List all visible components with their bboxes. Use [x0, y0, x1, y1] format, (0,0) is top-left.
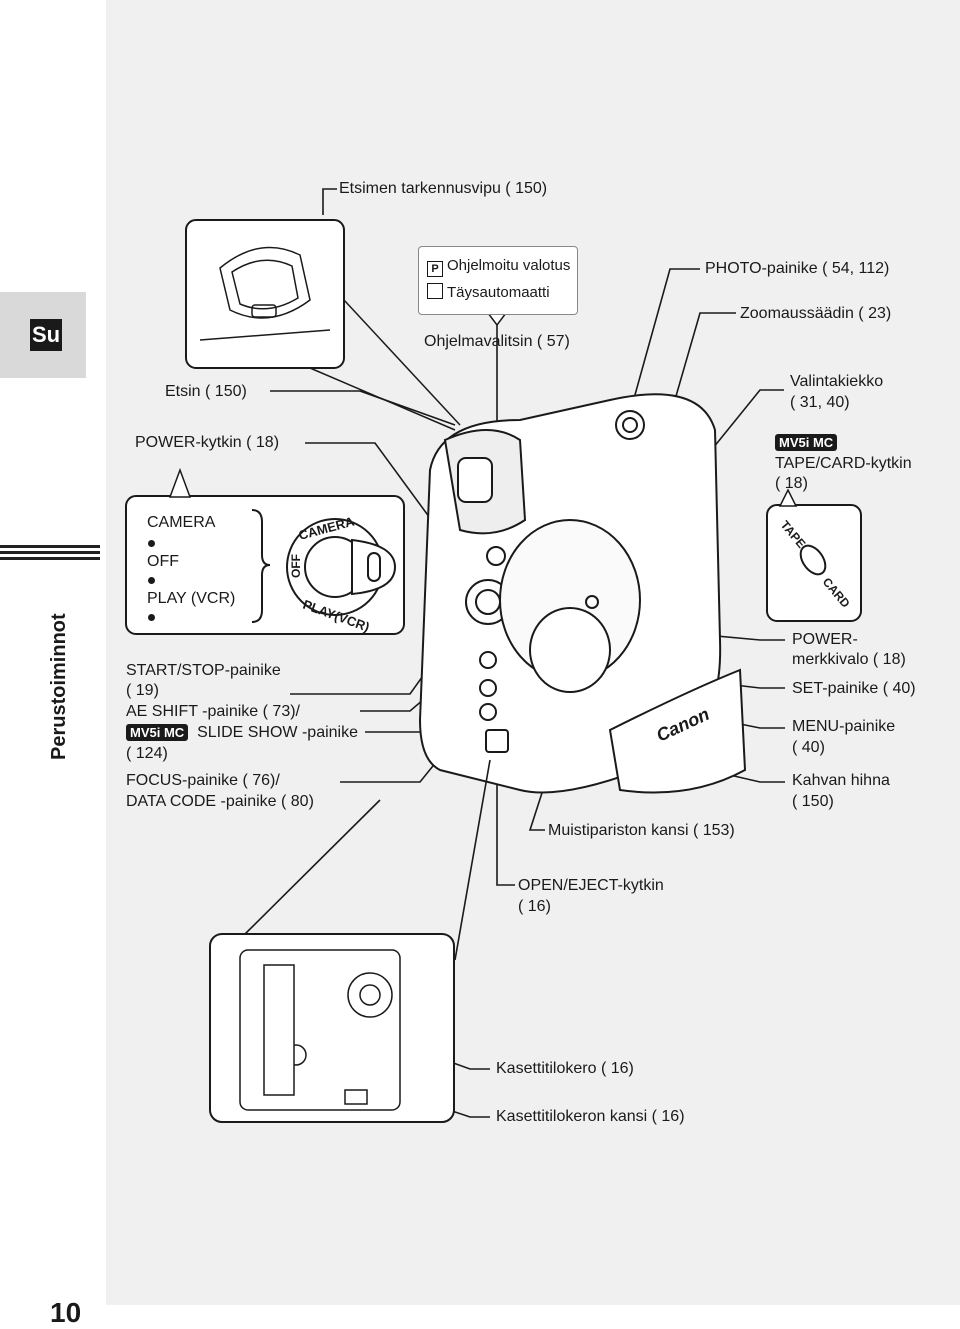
program-selector-label: Ohjelmavalitsin ( 57)	[424, 333, 570, 350]
menu-button-ref: ( 40)	[792, 739, 825, 756]
full-auto-label: Täysautomaatti	[427, 283, 550, 303]
slide-show-ref: ( 124)	[126, 745, 168, 762]
tape-card-switch-ref: ( 18)	[775, 475, 808, 492]
viewfinder-label: Etsin ( 150)	[165, 383, 247, 400]
selector-dial-label: Valintakiekko	[790, 373, 884, 390]
power-switch-label: POWER-kytkin ( 18)	[135, 434, 280, 451]
zoom-lever-label: Zoomaussäädin ( 23)	[740, 305, 892, 322]
mv5i-badge: MV5i MC	[775, 434, 838, 451]
power-lamp-label: POWER-	[792, 631, 858, 648]
program-selector-callout	[418, 246, 578, 315]
sidebar	[0, 0, 106, 1328]
mv5i-tag-top: MV5i MC	[775, 433, 838, 453]
set-button-label: SET-painike ( 40)	[792, 680, 916, 697]
open-eject-switch-label: OPEN/EJECT-kytkin	[518, 877, 664, 894]
full-auto-text: Täysautomaatti	[447, 284, 550, 301]
ae-shift-label: AE SHIFT -painike ( 73)/	[126, 703, 300, 720]
language-badge: Su	[30, 319, 62, 351]
slide-show-label: MV5i MC SLIDE SHOW -painike	[126, 723, 358, 743]
grip-strap-label: Kahvan hihna	[792, 772, 890, 789]
cassette-cover-label: Kasettitilokeron kansi ( 16)	[496, 1108, 685, 1125]
start-stop-ref: ( 19)	[126, 682, 159, 699]
dial-off-text: OFF	[289, 554, 303, 578]
menu-button-label: MENU-painike	[792, 718, 896, 735]
start-stop-label: START/STOP-painike	[126, 662, 281, 679]
program-ae-text: Ohjelmoitu valotus	[447, 257, 571, 274]
mode-play-dot	[148, 614, 155, 621]
mv5i-badge: MV5i MC	[126, 724, 189, 741]
open-eject-switch-ref: ( 16)	[518, 898, 551, 915]
program-ae-icon: P	[427, 261, 443, 277]
section-marker	[0, 545, 100, 563]
focus-button-label: FOCUS-painike ( 76)/	[126, 772, 280, 789]
page-number: 10	[50, 1297, 82, 1328]
mode-camera-label: CAMERA	[147, 514, 216, 531]
full-auto-icon	[427, 283, 443, 299]
mode-play-label: PLAY (VCR)	[147, 590, 236, 607]
photo-button-label: PHOTO-painike ( 54, 112)	[705, 260, 890, 277]
selector-dial-ref: ( 31, 40)	[790, 394, 850, 411]
power-lamp-ref: merkkivalo ( 18)	[792, 651, 906, 668]
memory-battery-cover-label: Muistipariston kansi ( 153)	[548, 822, 735, 839]
slide-show-text: SLIDE SHOW -painike	[197, 724, 358, 741]
mode-camera-dot	[148, 540, 155, 547]
mode-off-label: OFF	[147, 553, 179, 570]
tape-card-switch-label: TAPE/CARD-kytkin	[775, 455, 912, 472]
eyepiece-focus-label: Etsimen tarkennusvipu ( 150)	[339, 180, 548, 197]
cassette-holder-label: Kasettitilokero ( 16)	[496, 1060, 634, 1077]
data-code-button-label: DATA CODE -painike ( 80)	[126, 793, 314, 810]
grip-strap-ref: ( 150)	[792, 793, 834, 810]
mode-off-dot	[148, 577, 155, 584]
